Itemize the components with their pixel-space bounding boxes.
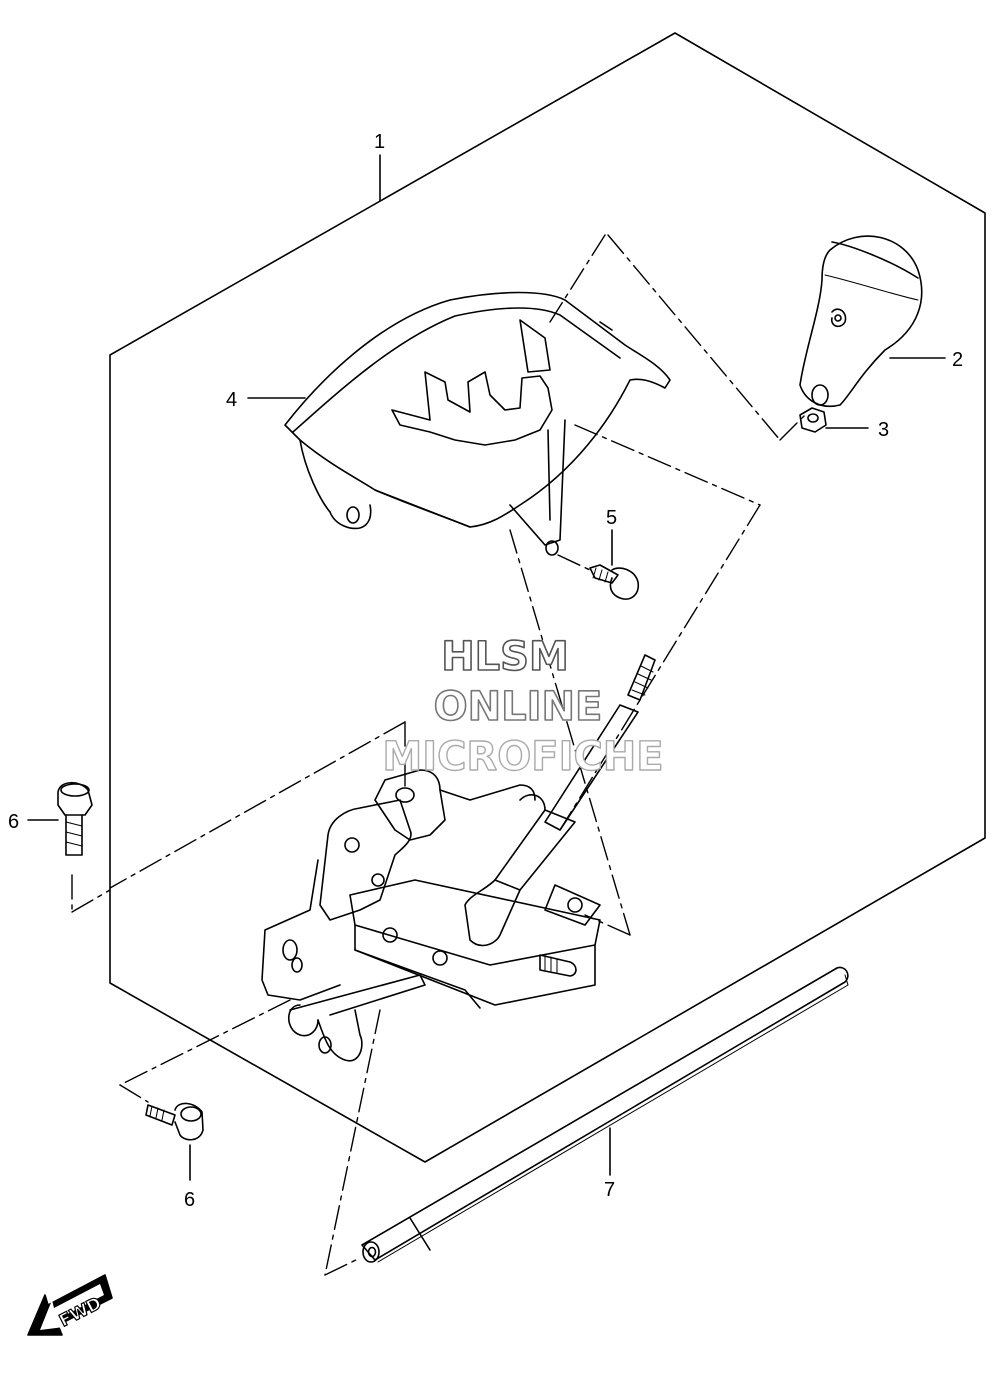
callout-4: 4 — [226, 389, 237, 411]
assembly-line-p — [324, 1257, 361, 1276]
assembly-line-i — [109, 721, 406, 889]
fwd-arrow-icon — [27, 1274, 113, 1336]
callout-6-upper: 6 — [8, 811, 19, 833]
callout-1: 1 — [374, 131, 385, 153]
assembly-line-e — [559, 504, 761, 831]
callout-5: 5 — [606, 507, 617, 529]
watermark: HLSM ONLINE MICROFICHE — [382, 633, 665, 781]
callout-3: 3 — [878, 419, 889, 441]
callout-7: 7 — [604, 1179, 615, 1201]
assembly-line-l — [71, 889, 111, 913]
bolt-part-6-lower — [145, 1102, 204, 1141]
watermark-line-3: MICROFICHE — [382, 734, 663, 780]
assembly-line-a — [549, 234, 606, 323]
watermark-line-2: ONLINE — [434, 684, 603, 730]
assembly-line-d — [574, 424, 761, 506]
bolt-part-6-upper — [57, 781, 93, 856]
shift-knob-part-2 — [799, 235, 923, 407]
rod-part-7 — [361, 966, 849, 1263]
bolt-part-5 — [589, 564, 640, 600]
assembly-outline — [109, 32, 986, 1163]
assembly-line-n — [119, 1084, 149, 1103]
shift-cover-part-4 — [284, 291, 671, 556]
shift-lever-base-part-1 — [261, 654, 656, 1062]
assembly-line-f — [509, 529, 631, 936]
assembly-line-c — [779, 411, 809, 441]
callout-2: 2 — [952, 349, 963, 371]
watermark-line-1: HLSM — [441, 634, 569, 680]
assembly-line-o — [324, 1009, 381, 1276]
assembly-line-m — [119, 999, 291, 1086]
assembly-line-b — [607, 234, 781, 441]
assembly-line-h — [557, 554, 591, 571]
nut-part-3 — [799, 407, 827, 433]
callout-6-lower: 6 — [184, 1189, 195, 1211]
